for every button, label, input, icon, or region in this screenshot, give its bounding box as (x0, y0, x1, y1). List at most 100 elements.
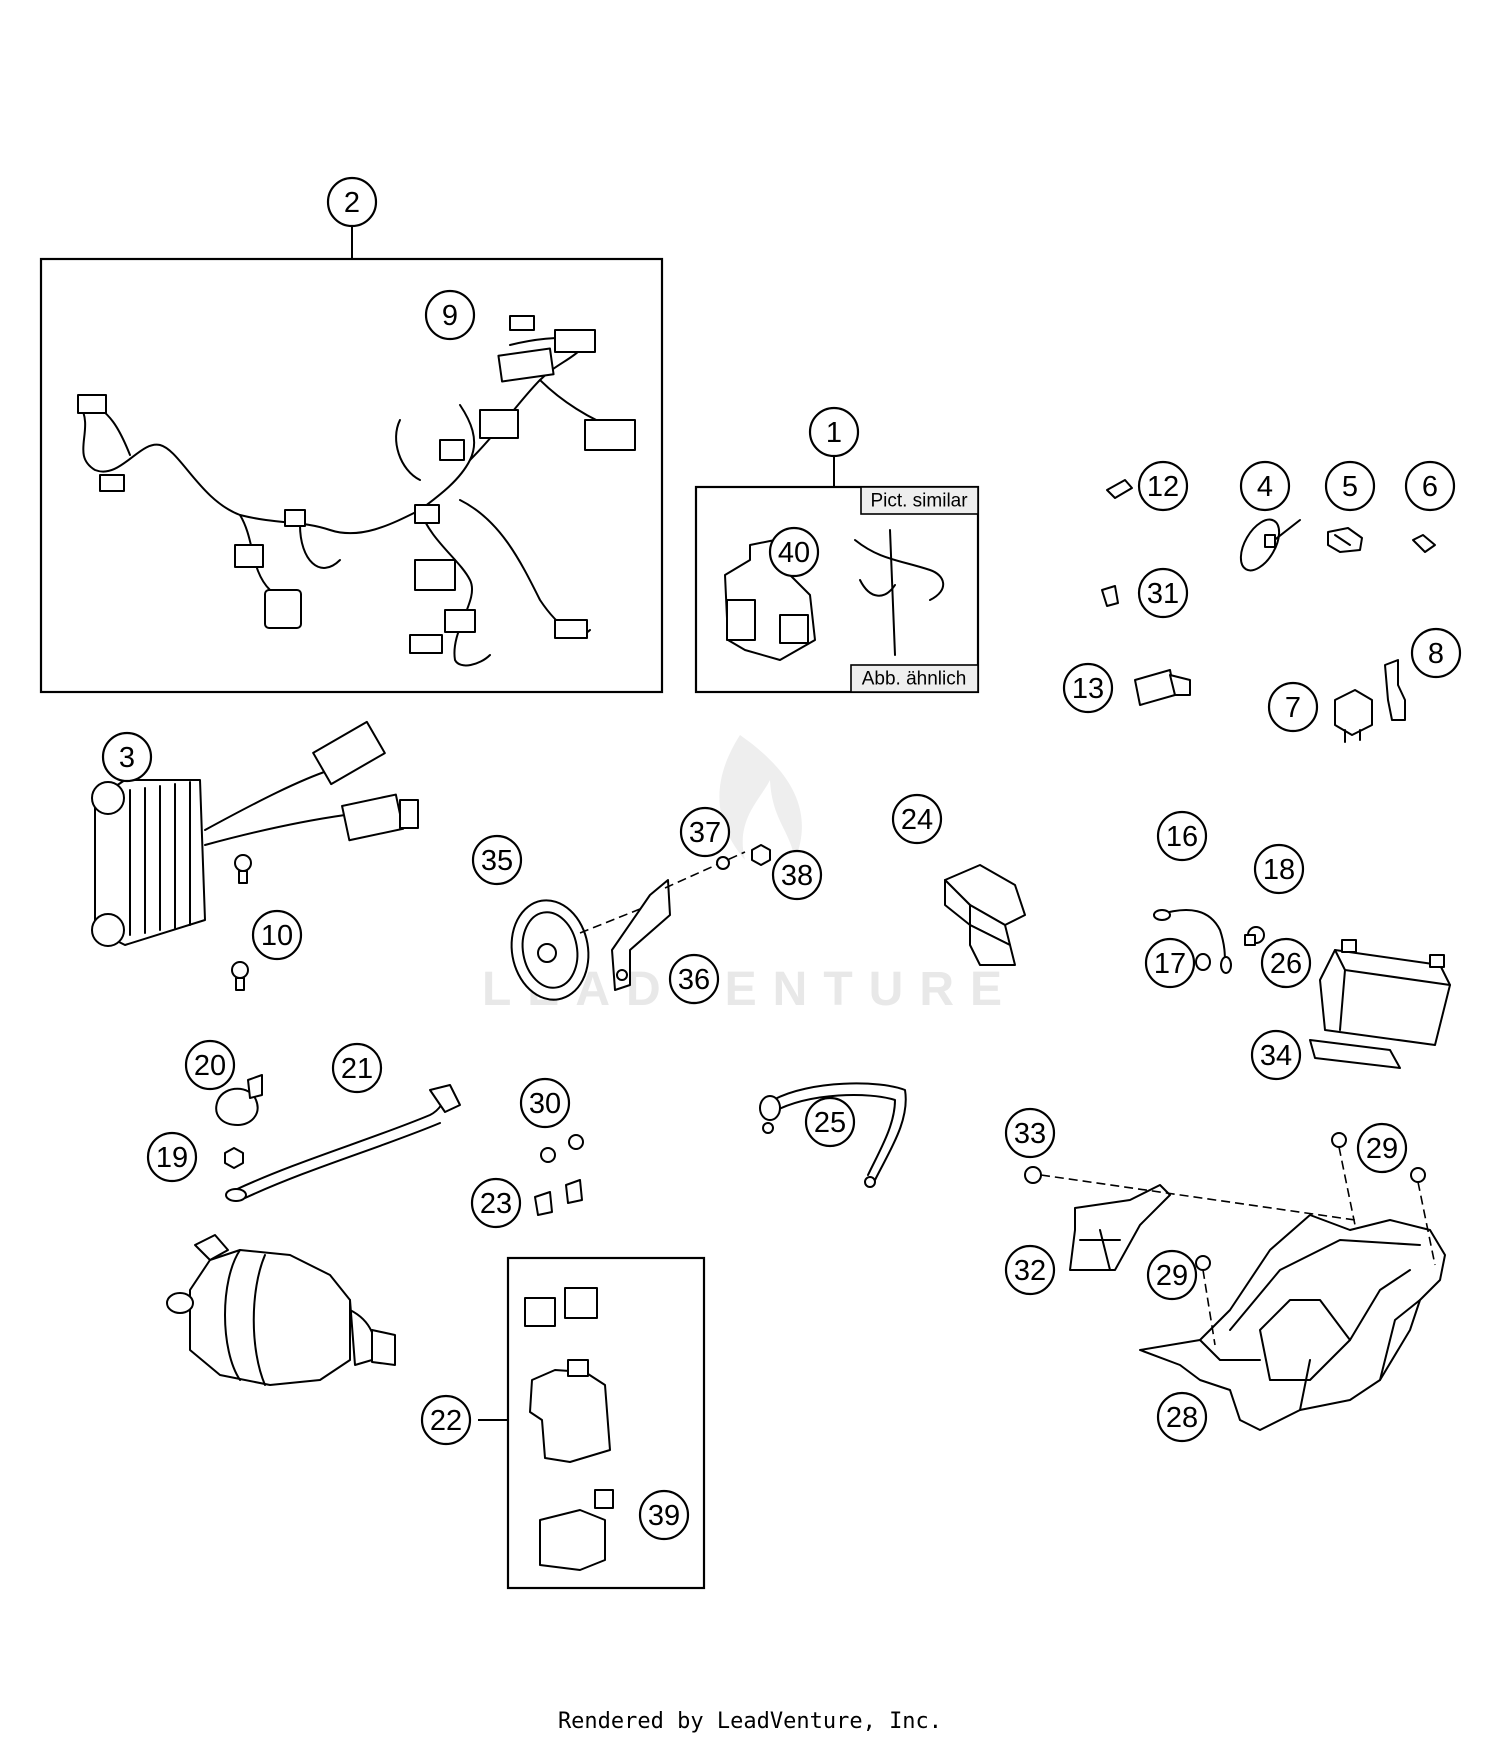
callout-30[interactable]: 30 (519, 1077, 571, 1129)
callout-6[interactable]: 6 (1404, 460, 1456, 512)
callout-21[interactable]: 21 (331, 1042, 383, 1094)
callout-number: 26 (1270, 948, 1302, 980)
callout-circle (1410, 627, 1462, 679)
ground-cable[interactable] (1153, 909, 1232, 974)
relay-small[interactable] (1334, 689, 1373, 743)
relay-holder[interactable] (1384, 659, 1406, 721)
callout-4[interactable]: 4 (1239, 460, 1291, 512)
callout-36[interactable]: 36 (668, 953, 720, 1005)
callout-5[interactable]: 5 (1324, 460, 1376, 512)
callout-20[interactable]: 20 (184, 1039, 236, 1091)
callout-circle (679, 806, 731, 858)
callout-number: 1 (826, 417, 842, 449)
callout-29[interactable]: 29 (1356, 1122, 1408, 1174)
callout-31[interactable]: 31 (1137, 567, 1189, 619)
harness-bracket-part[interactable] (724, 529, 945, 661)
footer-credit: Rendered by LeadVenture, Inc. (558, 1709, 942, 1734)
callout-38[interactable]: 38 (771, 849, 823, 901)
callout-24[interactable]: 24 (891, 793, 943, 845)
callout-10[interactable]: 10 (251, 909, 303, 961)
clip-small[interactable] (1412, 534, 1436, 553)
callout-1[interactable]: 1 (808, 406, 860, 458)
battery[interactable] (1319, 939, 1451, 1046)
screws-small[interactable] (540, 1134, 584, 1163)
callout-number: 23 (480, 1188, 512, 1220)
ground-washer[interactable] (1195, 953, 1211, 971)
callout-circle (1137, 460, 1189, 512)
callout-13[interactable]: 13 (1062, 662, 1114, 714)
screws-regulator[interactable] (231, 854, 252, 991)
callout-29[interactable]: 29 (1146, 1249, 1198, 1301)
callout-circle (470, 1177, 522, 1229)
starter-motor[interactable] (166, 1234, 396, 1386)
fuse-small[interactable] (1106, 479, 1133, 499)
callout-number: 2 (344, 187, 360, 219)
starter-cable[interactable] (225, 1084, 461, 1202)
callout-number: 17 (1154, 948, 1186, 980)
callout-34[interactable]: 34 (1250, 1029, 1302, 1081)
callout-16[interactable]: 16 (1156, 810, 1208, 862)
callout-number: 37 (689, 817, 721, 849)
callout-22[interactable]: 22 (420, 1394, 472, 1446)
callout-circle (1239, 460, 1291, 512)
callout-circle (326, 176, 378, 228)
cable-clip[interactable] (1327, 527, 1363, 553)
callout-26[interactable]: 26 (1260, 937, 1312, 989)
voltage-regulator[interactable] (91, 720, 419, 947)
callout-19[interactable]: 19 (146, 1131, 198, 1183)
callout-25[interactable]: 25 (804, 1096, 856, 1148)
callout-18[interactable]: 18 (1253, 843, 1305, 895)
callout-35[interactable]: 35 (471, 834, 523, 886)
wire-holder[interactable] (1069, 1184, 1171, 1271)
battery-holder[interactable] (1139, 1214, 1446, 1431)
callout-number: 31 (1147, 578, 1179, 610)
wiring-harness[interactable] (77, 315, 636, 667)
callout-33[interactable]: 33 (1004, 1107, 1056, 1159)
main-harness-box (694, 485, 980, 694)
callout-12[interactable]: 12 (1137, 460, 1189, 512)
callout-number: 12 (1147, 471, 1179, 503)
callout-32[interactable]: 32 (1004, 1244, 1056, 1296)
callout-23[interactable]: 23 (470, 1177, 522, 1229)
battery-pad[interactable] (1309, 1039, 1401, 1069)
starter-relay[interactable] (524, 1287, 614, 1571)
horn[interactable] (504, 894, 651, 1006)
callout-number: 13 (1072, 673, 1104, 705)
fuses[interactable] (534, 1179, 583, 1216)
bulb-socket[interactable] (1134, 669, 1191, 706)
callout-number: 36 (678, 964, 710, 996)
callout-9[interactable]: 9 (424, 289, 476, 341)
washer[interactable] (716, 856, 730, 870)
callout-circle (891, 793, 943, 845)
relay[interactable] (944, 864, 1026, 966)
callout-circle (331, 1042, 383, 1094)
pict-similar-label: Pict. similar (870, 491, 968, 512)
fuse-holder-small[interactable] (1101, 585, 1119, 607)
callout-circle (804, 1096, 856, 1148)
cable-tie[interactable] (1233, 513, 1301, 576)
horn-bracket[interactable] (611, 851, 746, 991)
callout-17[interactable]: 17 (1144, 937, 1196, 989)
callout-28[interactable]: 28 (1156, 1391, 1208, 1443)
callout-2[interactable]: 2 (326, 176, 378, 228)
callout-number: 21 (341, 1053, 373, 1085)
callout-3[interactable]: 3 (101, 731, 153, 783)
callout-number: 3 (119, 742, 135, 774)
callout-8[interactable]: 8 (1410, 627, 1462, 679)
starter-nut[interactable] (224, 1147, 244, 1169)
callout-7[interactable]: 7 (1267, 681, 1319, 733)
callout-39[interactable]: 39 (638, 1489, 690, 1541)
wire-holder-screw[interactable] (1024, 1166, 1356, 1221)
callout-40[interactable]: 40 (768, 526, 820, 578)
starter-cap[interactable] (215, 1074, 263, 1126)
nut[interactable] (751, 844, 771, 866)
callout-number: 33 (1014, 1118, 1046, 1150)
callout-number: 10 (261, 920, 293, 952)
callout-number: 32 (1014, 1255, 1046, 1287)
battery-cable[interactable] (759, 1082, 907, 1188)
battery-holder-screw[interactable] (1195, 1132, 1436, 1346)
ground-screw[interactable] (1244, 926, 1265, 946)
callout-37[interactable]: 37 (679, 806, 731, 858)
